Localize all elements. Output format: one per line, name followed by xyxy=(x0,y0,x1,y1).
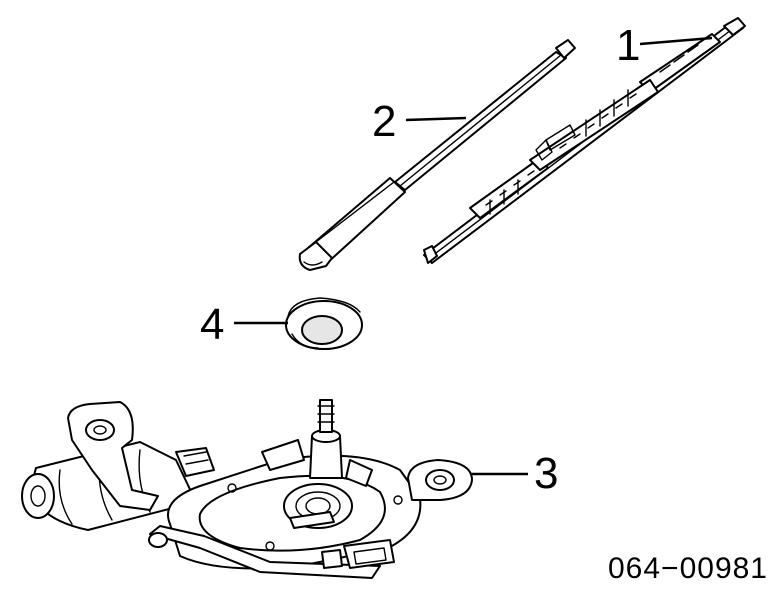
callout-2-leader xyxy=(405,116,467,122)
figure-number: 064−00981 xyxy=(608,552,768,585)
pivot-seal-drawing xyxy=(285,297,363,350)
callout-1-label: 1 xyxy=(616,21,640,70)
callout-2-label: 2 xyxy=(372,97,396,146)
wiper-blade-drawing xyxy=(423,17,746,264)
callout-1-leader xyxy=(639,36,713,46)
wiper-arm-drawing xyxy=(298,39,576,271)
callout-3-label: 3 xyxy=(534,449,558,498)
wiper-motor-drawing xyxy=(21,399,473,579)
callout-4-label: 4 xyxy=(200,300,224,349)
